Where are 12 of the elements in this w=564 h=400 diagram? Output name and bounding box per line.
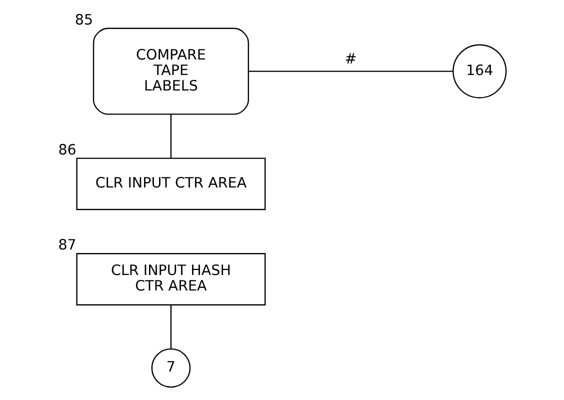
node-box: CLR INPUT HASH CTR AREA bbox=[76, 253, 266, 306]
connector bbox=[248, 70, 453, 72]
node-box: CLR INPUT CTR AREA bbox=[76, 158, 266, 210]
node-label: 87 bbox=[58, 238, 76, 254]
connector bbox=[170, 114, 172, 158]
node-box: COMPARE TAPE LABELS bbox=[92, 28, 250, 115]
node-circle: 164 bbox=[452, 44, 507, 98]
node-label: 86 bbox=[58, 142, 76, 158]
connector bbox=[170, 304, 172, 349]
node-label: 85 bbox=[74, 12, 94, 28]
node-circle: 7 bbox=[151, 348, 191, 388]
edge-label: # bbox=[344, 52, 357, 68]
